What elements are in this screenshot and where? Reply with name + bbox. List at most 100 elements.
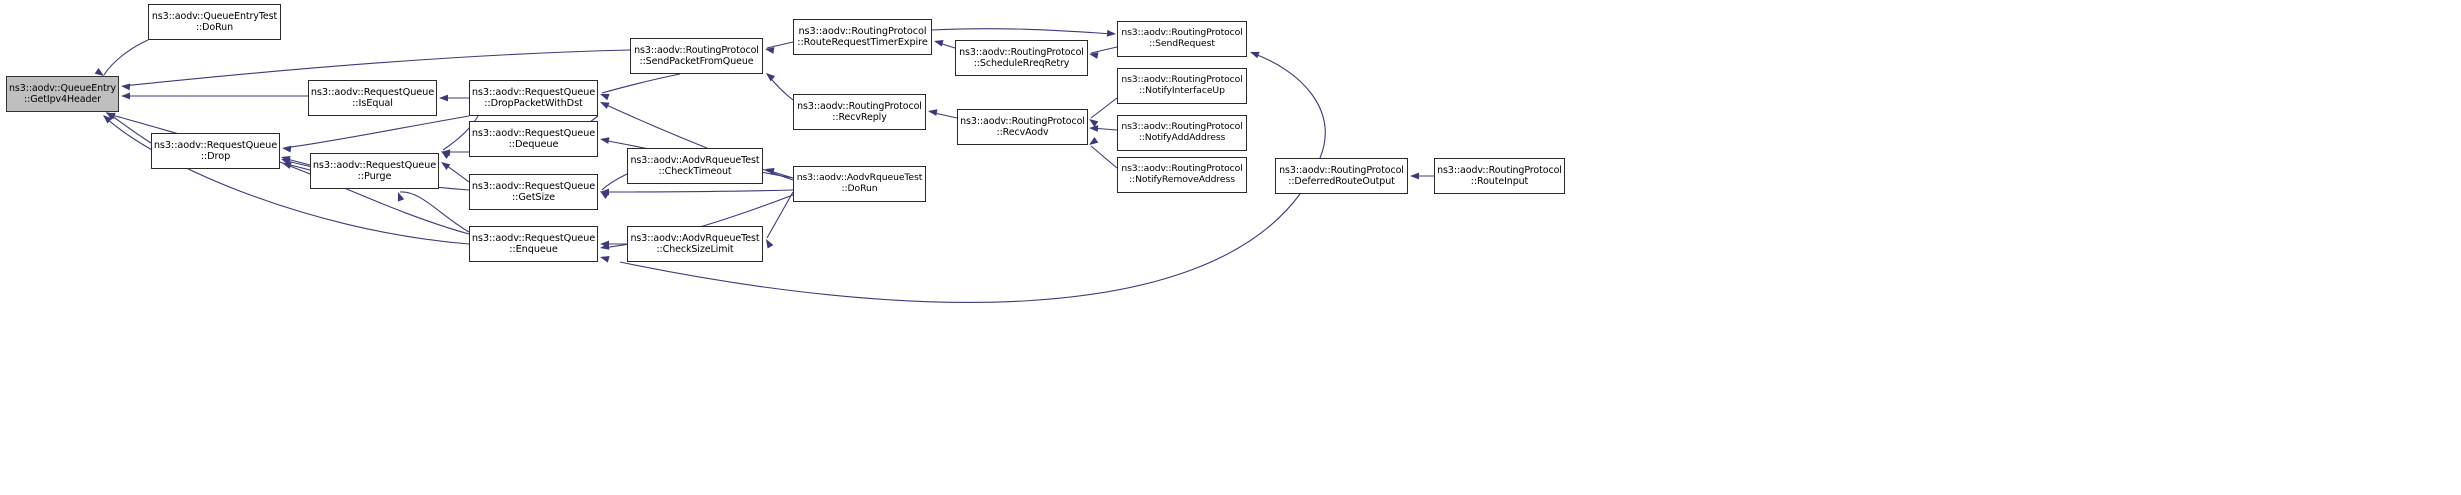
graph-edge-arrowhead: [766, 73, 776, 82]
graph-node-queueentrytest_dorun[interactable]: ns3::aodv::QueueEntryTest::DoRun: [148, 4, 281, 40]
graph-node-routingprotocol_sendrequest[interactable]: ns3::aodv::RoutingProtocol::SendRequest: [1117, 21, 1247, 57]
graph-node-routingprotocol_deferredrouteoutput[interactable]: ns3::aodv::RoutingProtocol::DeferredRout…: [1275, 158, 1408, 194]
node-label-line2: ::Purge: [357, 171, 392, 182]
node-label-line1: ns3::aodv::QueueEntry: [9, 83, 116, 94]
graph-node-routingprotocol_schedulerreqretry[interactable]: ns3::aodv::RoutingProtocol::ScheduleRreq…: [955, 40, 1088, 76]
graph-edge-arrowhead: [1089, 52, 1099, 59]
graph-edge-arrowhead: [441, 151, 451, 159]
graph-edge-arrowhead: [600, 256, 610, 263]
node-label-line1: ns3::aodv::RequestQueue: [471, 232, 596, 244]
graph-edge-requestqueue_droppacketwithdst-to-requestqueue_purge: [442, 115, 479, 151]
graph-edge-arrowhead: [928, 109, 938, 116]
graph-edge-arrowhead: [766, 239, 774, 249]
graph-node-requestqueue_droppacketwithdst[interactable]: ns3::aodv::RequestQueue::DropPacketWithD…: [469, 80, 598, 116]
graph-node-requestqueue_dequeue[interactable]: ns3::aodv::RequestQueue::Dequeue: [469, 121, 598, 157]
graph-edge-arrowhead: [1410, 172, 1419, 180]
node-label-line1: ns3::aodv::RoutingProtocol: [1121, 27, 1243, 39]
graph-node-aodvrqueuetest_checksizelimit[interactable]: ns3::aodv::AodvRqueueTest::CheckSizeLimi…: [627, 226, 763, 262]
graph-edge-arrowhead: [282, 145, 292, 153]
graph-edge-arrowhead: [282, 162, 292, 169]
node-label-line2: ::SendPacketFromQueue: [639, 56, 754, 67]
graph-edge-arrowhead: [600, 93, 610, 101]
node-label-line2: ::DoRun: [195, 22, 234, 33]
graph-node-routingprotocol_routerequesttimerexpire[interactable]: ns3::aodv::RoutingProtocol::RouteRequest…: [793, 19, 932, 55]
graph-edge-requestqueue_droppacketwithdst-to-getipv4header: [122, 49, 631, 87]
graph-edge-arrowhead: [1106, 29, 1116, 37]
graph-edge-aodvrqueuetest_dorun-to-requestqueue_droppacketwithdst: [601, 102, 794, 181]
node-label-line2: ::RouteRequestTimerExpire: [797, 37, 928, 48]
graph-edge-aodvrqueuetest_dorun-to-aodvrqueuetest_checksizelimit: [766, 191, 794, 239]
graph-node-requestqueue_isequal[interactable]: ns3::aodv::RequestQueue::IsEqual: [308, 80, 437, 116]
graph-edge-arrowhead: [765, 47, 775, 54]
graph-edge-arrowhead: [397, 192, 405, 202]
graph-edge-arrowhead: [1250, 51, 1260, 59]
graph-node-routingprotocol_notifyaddaddress[interactable]: ns3::aodv::RoutingProtocol::NotifyAddAdd…: [1117, 115, 1247, 151]
node-label-line2: ::RecvAodv: [996, 127, 1049, 138]
node-label-line2: ::GetIpv4Header: [24, 94, 101, 105]
graph-edge-requestqueue_enqueue-to-getipv4header: [103, 115, 470, 245]
graph-edge-arrowhead: [1089, 119, 1099, 127]
graph-edge-requestqueue_droppacketwithdst-to-requestqueue_drop: [283, 115, 470, 149]
graph-edge-arrowhead: [600, 188, 609, 196]
node-label-line2: ::ScheduleRreqRetry: [973, 58, 1070, 69]
graph-node-requestqueue_getsize[interactable]: ns3::aodv::RequestQueue::GetSize: [469, 174, 598, 210]
graph-node-requestqueue_drop[interactable]: ns3::aodv::RequestQueue::Drop: [151, 133, 280, 169]
graph-node-aodvrqueuetest_dorun[interactable]: ns3::aodv::AodvRqueueTest::DoRun: [793, 166, 926, 202]
node-label-line2: ::RecvReply: [832, 112, 887, 123]
graph-node-aodvrqueuetest_checktimeout[interactable]: ns3::aodv::AodvRqueueTest::CheckTimeout: [627, 148, 763, 184]
node-label-line1: ns3::aodv::RequestQueue: [153, 139, 278, 151]
graph-edge-routingprotocol_sendrequest-to-routingprotocol_schedulerreqretry: [1090, 46, 1118, 54]
node-label-line1: ns3::aodv::RoutingProtocol: [959, 47, 1084, 58]
node-label-line2: ::Drop: [200, 151, 231, 162]
graph-node-routingprotocol_sendpacketfromqueue[interactable]: ns3::aodv::RoutingProtocol::SendPacketFr…: [630, 38, 763, 74]
node-label-line1: ns3::aodv::AodvRqueueTest: [630, 155, 760, 166]
node-label-line1: ns3::aodv::RequestQueue: [471, 180, 596, 192]
graph-edge-requestqueue_drop-to-getipv4header: [107, 112, 152, 144]
node-label-line2: ::CheckSizeLimit: [656, 244, 734, 255]
graph-node-requestqueue_enqueue[interactable]: ns3::aodv::RequestQueue::Enqueue: [469, 226, 598, 262]
node-label-line1: ns3::aodv::RoutingProtocol: [1279, 165, 1404, 176]
node-label-line1: ns3::aodv::QueueEntryTest: [151, 11, 278, 22]
graph-edge-arrowhead: [281, 156, 291, 163]
node-label-line2: ::Dequeue: [508, 139, 559, 150]
node-label-line1: ns3::aodv::RoutingProtocol: [960, 116, 1085, 127]
node-label-line2: ::GetSize: [511, 192, 556, 203]
node-label-line1: ns3::aodv::RequestQueue: [312, 159, 437, 171]
graph-node-routingprotocol_recvreply[interactable]: ns3::aodv::RoutingProtocol::RecvReply: [793, 94, 926, 130]
node-label-line1: ns3::aodv::RoutingProtocol: [797, 101, 922, 112]
graph-node-routingprotocol_recvaodv[interactable]: ns3::aodv::RoutingProtocol::RecvAodv: [957, 109, 1088, 145]
graph-edge-routingprotocol_sendpacketfromqueue-to-requestqueue_droppacketwithdst: [601, 73, 681, 94]
graph-edge-routingprotocol_deferredrouteoutput-to-requestqueue_enqueue: [619, 193, 1301, 303]
graph-node-routingprotocol_notifyinterfaceup[interactable]: ns3::aodv::RoutingProtocol::NotifyInterf…: [1117, 68, 1247, 104]
node-label-line2: ::DoRun: [841, 183, 878, 194]
node-label-line1: ns3::aodv::RequestQueue: [471, 86, 596, 98]
graph-node-requestqueue_purge[interactable]: ns3::aodv::RequestQueue::Purge: [310, 153, 439, 189]
graph-edge-queueentrytest_dorun-to-getipv4header: [103, 39, 149, 76]
graph-edge-arrowhead: [600, 102, 610, 109]
graph-edge-requestqueue_enqueue-to-requestqueue_drop: [283, 163, 470, 235]
graph-edge-aodvrqueuetest_dorun-to-requestqueue_getsize: [601, 189, 794, 193]
node-label-line2: ::NotifyAddAddress: [1138, 132, 1226, 143]
graph-node-getipv4header[interactable]: ns3::aodv::QueueEntry::GetIpv4Header: [6, 76, 119, 112]
node-label-line1: ns3::aodv::RoutingProtocol: [798, 25, 927, 37]
graph-edge-arrowhead: [1089, 137, 1099, 145]
graph-edge-arrowhead: [600, 137, 610, 144]
node-label-line1: ns3::aodv::RoutingProtocol: [1437, 165, 1562, 176]
node-label-line2: ::DeferredRouteOutput: [1288, 176, 1395, 187]
graph-edge-arrowhead: [765, 168, 775, 175]
graph-node-routingprotocol_notifyremoveaddress[interactable]: ns3::aodv::RoutingProtocol::NotifyRemove…: [1117, 157, 1247, 193]
graph-edge-arrowhead: [934, 40, 944, 47]
node-label-line2: ::SendRequest: [1149, 38, 1215, 49]
graph-edge-arrowhead: [439, 94, 448, 102]
node-label-line1: ns3::aodv::RoutingProtocol: [1121, 163, 1243, 175]
node-label-line1: ns3::aodv::RequestQueue: [471, 127, 596, 139]
graph-edge-arrowhead: [1089, 125, 1099, 132]
graph-edge-arrowhead: [121, 83, 131, 91]
node-label-line2: ::RouteInput: [1470, 176, 1529, 187]
graph-edge-arrowhead: [441, 162, 451, 170]
graph-edge-arrowhead: [94, 68, 104, 76]
graph-edge-routingprotocol_routerequesttimerexpire-to-routingprotocol_sendrequest: [931, 28, 1115, 35]
node-label-line1: ns3::aodv::AodvRqueueTest: [630, 233, 760, 244]
graph-edge-arrowhead: [121, 92, 130, 100]
graph-node-routingprotocol_routeinput[interactable]: ns3::aodv::RoutingProtocol::RouteInput: [1434, 158, 1565, 194]
